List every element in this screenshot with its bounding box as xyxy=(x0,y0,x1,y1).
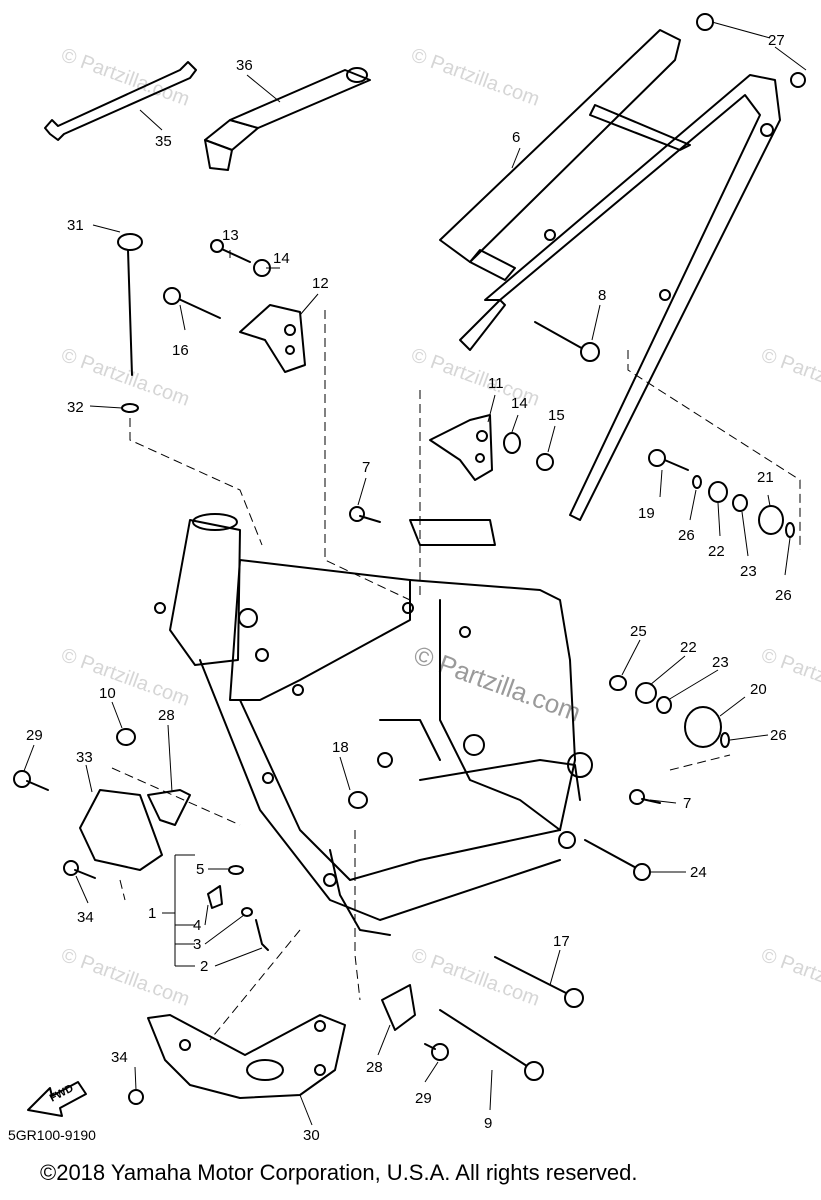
fwd-arrow: FWD xyxy=(27,1081,87,1117)
callout-33: 33 xyxy=(76,749,93,766)
callout-22: 22 xyxy=(708,543,725,560)
main-frame-part xyxy=(154,513,593,936)
bolt-17-part xyxy=(494,956,584,1008)
callout-30: 30 xyxy=(303,1127,320,1144)
watermark: © Partzilla.com xyxy=(408,944,542,1011)
rear-mount-hardware-upper xyxy=(648,449,795,538)
callout-14b: 14 xyxy=(511,395,528,412)
callout-15: 15 xyxy=(548,407,565,424)
callout-28: 28 xyxy=(158,707,175,724)
callout-19: 19 xyxy=(638,505,655,522)
callout-24: 24 xyxy=(690,864,707,881)
callout-18: 18 xyxy=(332,739,349,756)
callout-35: 35 xyxy=(155,133,172,150)
callout-13: 13 xyxy=(222,227,239,244)
callout-8: 8 xyxy=(598,287,606,304)
callout-25: 25 xyxy=(630,623,647,640)
engine-bracket-lower xyxy=(429,414,554,481)
watermark: © Partzilla.com xyxy=(408,44,542,111)
engine-bracket-upper xyxy=(163,239,306,373)
callout-4: 4 xyxy=(193,917,201,934)
nut-27-part xyxy=(696,13,806,88)
callout-27: 27 xyxy=(768,32,785,49)
callout-34b: 34 xyxy=(111,1049,128,1066)
callout-12: 12 xyxy=(312,275,329,292)
chain-guard-33-part xyxy=(63,789,163,1105)
plug-wrench-part xyxy=(204,67,371,171)
watermark: © Partzilla.com xyxy=(58,644,192,711)
callout-20: 20 xyxy=(750,681,767,698)
sensor-group-part xyxy=(174,854,269,967)
watermark: © Partzilla.com xyxy=(758,344,821,411)
leader-lines xyxy=(23,21,807,1126)
bolt-24-part xyxy=(584,839,651,881)
callout-23: 23 xyxy=(740,563,757,580)
nut-18-part xyxy=(348,791,368,809)
callout-22b: 22 xyxy=(680,639,697,656)
callout-36: 36 xyxy=(236,57,253,74)
skid-plate-30-part xyxy=(147,1014,346,1099)
callout-9: 9 xyxy=(484,1115,492,1132)
alignment-lines xyxy=(111,310,801,1041)
callout-23b: 23 xyxy=(712,654,729,671)
rear-subframe-part xyxy=(439,29,781,521)
dipstick-part xyxy=(117,233,143,413)
callout-5: 5 xyxy=(196,861,204,878)
watermark: © Partzilla.com xyxy=(58,44,192,111)
callout-3: 3 xyxy=(193,936,201,953)
watermark: © Partzilla.com xyxy=(58,944,192,1011)
callout-26c: 26 xyxy=(770,727,787,744)
callout-1: 1 xyxy=(148,905,156,922)
callout-31: 31 xyxy=(67,217,84,234)
diagram-code: 5GR100-9190 xyxy=(8,1127,96,1143)
watermark: © Partzilla.com xyxy=(758,644,821,711)
callout-6: 6 xyxy=(512,129,520,146)
watermark: © Partzilla.com xyxy=(758,944,821,1011)
callout-28b: 28 xyxy=(366,1059,383,1076)
callout-labels: 27 36 6 35 31 13 14 12 8 16 32 11 14 15 … xyxy=(26,32,792,1144)
callout-10: 10 xyxy=(99,685,116,702)
callout-32: 32 xyxy=(67,399,84,416)
bolt-7-part xyxy=(349,506,661,805)
bolt-9-part xyxy=(439,1009,544,1081)
watermark-center: © Partzilla.com xyxy=(410,639,585,727)
callout-34: 34 xyxy=(77,909,94,926)
callout-17: 17 xyxy=(553,933,570,950)
callout-16: 16 xyxy=(172,342,189,359)
callout-14: 14 xyxy=(273,250,290,267)
rear-mount-hardware-lower xyxy=(609,675,730,748)
callout-26b: 26 xyxy=(775,587,792,604)
callout-7: 7 xyxy=(362,459,370,476)
callout-2: 2 xyxy=(200,958,208,975)
spoke-wrench-part xyxy=(44,61,197,141)
callout-29: 29 xyxy=(26,727,43,744)
callout-29b: 29 xyxy=(415,1090,432,1107)
callout-21: 21 xyxy=(757,469,774,486)
bracket-28-part xyxy=(13,728,449,1061)
callout-7b: 7 xyxy=(683,795,691,812)
callout-26: 26 xyxy=(678,527,695,544)
callout-11: 11 xyxy=(488,375,504,392)
bolt-8-part xyxy=(534,321,600,362)
copyright-text: ©2018 Yamaha Motor Corporation, U.S.A. A… xyxy=(40,1160,638,1185)
